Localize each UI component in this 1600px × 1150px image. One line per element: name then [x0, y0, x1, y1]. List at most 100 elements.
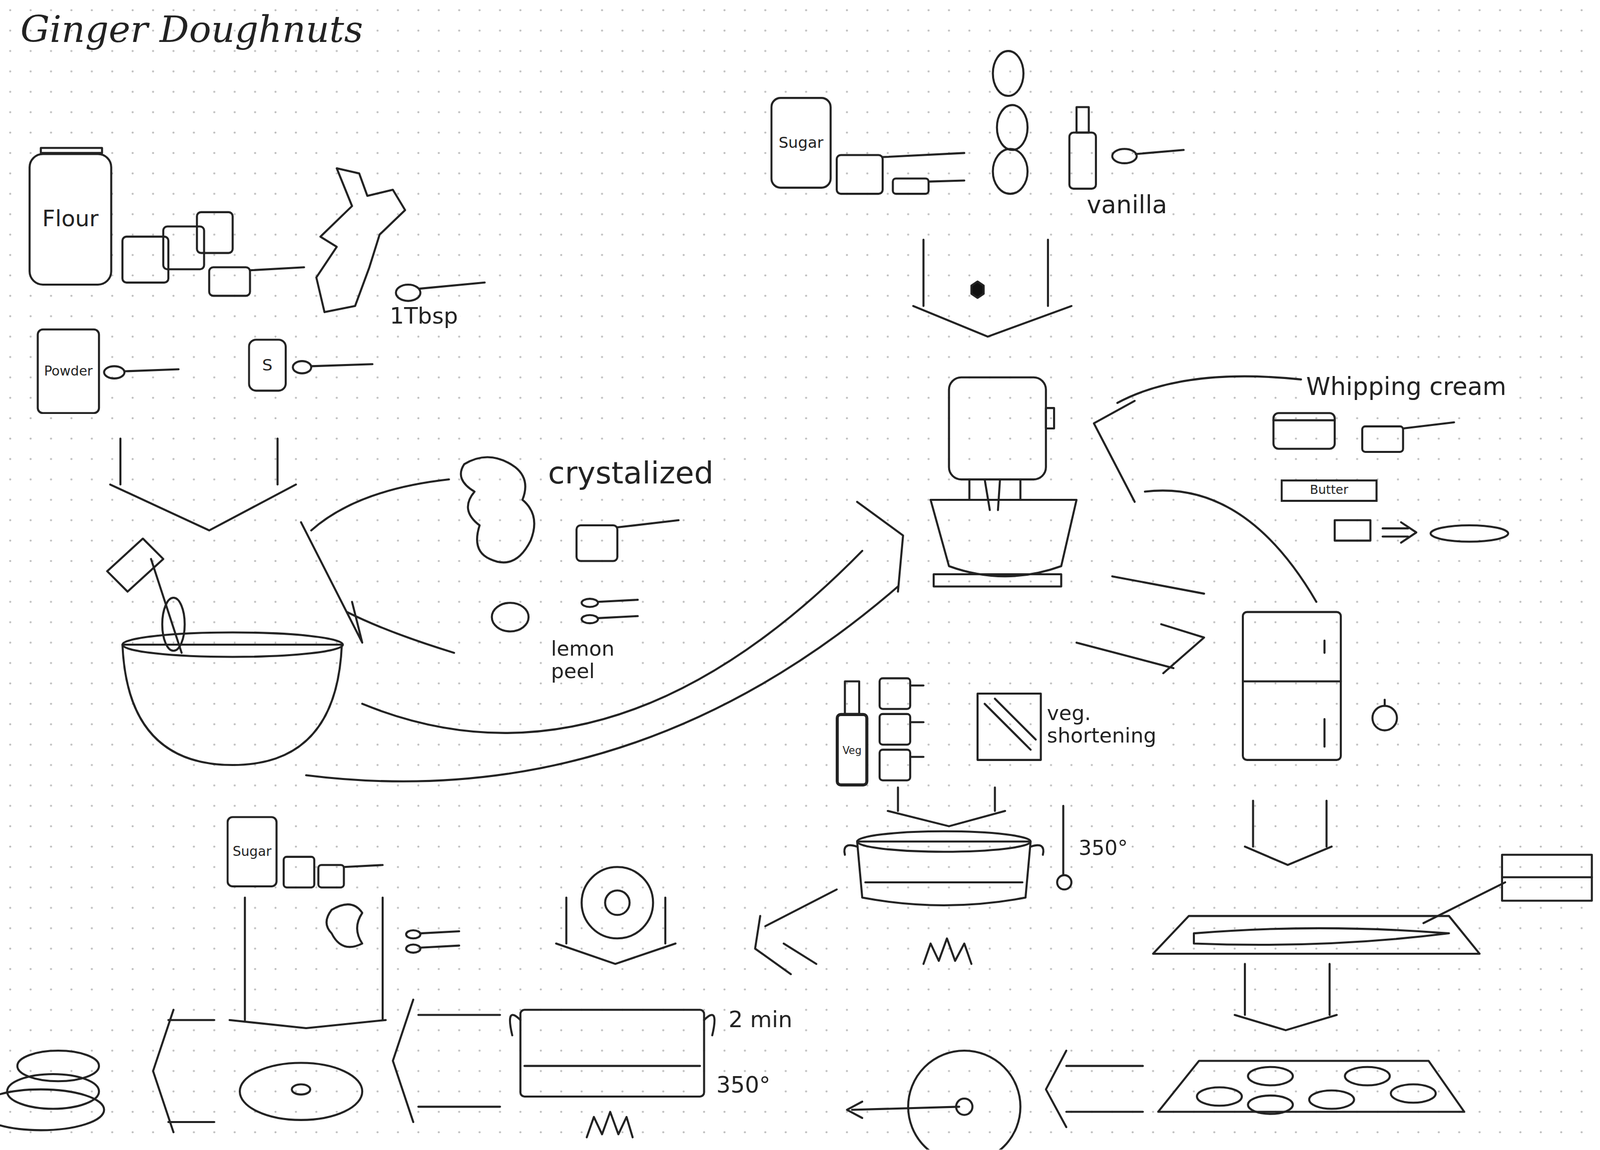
sugar-bag: Sugar — [226, 816, 278, 888]
cream-butter-line — [1362, 426, 1404, 453]
frying-pot-line — [865, 881, 1023, 884]
frying-pot-line — [923, 938, 972, 965]
frying-pot-line — [1057, 875, 1072, 891]
fridge-line — [1242, 612, 1341, 761]
wet-ingredients-line — [971, 281, 985, 299]
salt-shaker: S — [247, 338, 287, 392]
crystalized-ginger-line — [347, 612, 455, 654]
sugar-finish-line — [243, 898, 246, 1021]
stand-mixer-line — [1046, 408, 1055, 429]
doughnut-fry-line — [510, 1015, 521, 1037]
sugar-finish-line — [17, 1051, 99, 1082]
flour-group-line — [124, 369, 179, 372]
doughnut-fry-line — [418, 1105, 501, 1108]
flour-group-line — [110, 484, 297, 531]
fridge-line — [1244, 846, 1332, 866]
cut-rounds-line — [1046, 1051, 1067, 1128]
flour-group-line — [419, 282, 486, 289]
cream-butter-line — [1334, 520, 1371, 541]
mixing-bowl — [106, 538, 343, 766]
rolled-dough-line — [1502, 855, 1593, 902]
crystalized-ginger-line — [576, 525, 618, 561]
wet-ingredients-line — [1047, 239, 1050, 307]
flour-group-line — [276, 438, 279, 485]
cream-butter-line — [1430, 525, 1509, 542]
mixing-bowl-line — [162, 597, 185, 651]
frying-pot-line — [994, 787, 997, 812]
ingredient-note: lemon peel — [548, 637, 627, 683]
rolled-dough — [1152, 855, 1592, 1031]
flour-group-line — [103, 366, 125, 379]
frying-pot-line — [765, 889, 837, 927]
crystalized-ginger-line — [492, 602, 530, 632]
stand-mixer — [930, 377, 1077, 587]
rolled-dough-line — [1152, 916, 1480, 955]
cream-butter-line — [1382, 535, 1409, 538]
doughnut-fry-line — [524, 1065, 700, 1068]
sugar-finish-line — [152, 1010, 174, 1133]
sugar-finish-line — [420, 931, 460, 934]
cut-rounds-line — [1390, 1084, 1436, 1103]
crystalized-ginger-line — [461, 457, 535, 563]
crystalized-ginger-line — [581, 615, 598, 624]
sugar-finish-line — [406, 945, 421, 954]
rolled-dough-line — [1423, 882, 1506, 924]
flour-group-line — [40, 147, 103, 153]
cut-rounds-line — [1066, 1111, 1143, 1114]
mixing-bowl-line — [122, 644, 342, 766]
measure-note: 1Tbsp — [387, 304, 461, 329]
mixing-bowl-line — [122, 632, 343, 657]
doughnut-fry-line — [418, 1014, 501, 1017]
doughnut-fry-line — [392, 1000, 414, 1123]
temperature-note: 350° — [714, 1073, 773, 1098]
sugar-finish-line — [283, 857, 315, 888]
flour-group-line — [249, 267, 304, 271]
stand-mixer-line — [998, 479, 1001, 511]
frying-pot-line — [995, 698, 1037, 740]
frying-pot-line — [879, 678, 911, 709]
rolled-dough-line — [1502, 876, 1593, 879]
stand-mixer-line — [930, 500, 1077, 577]
wet-ingredients-line — [993, 50, 1024, 96]
fridge-line — [1323, 640, 1326, 654]
temperature-note: 350° — [1076, 836, 1130, 860]
cream-butter-line — [1117, 376, 1302, 404]
frying-pot-line — [844, 845, 858, 856]
sugar-jar: Sugar — [770, 96, 832, 189]
wet-ingredients-line — [1069, 132, 1096, 189]
cream-butter-line — [1382, 527, 1409, 530]
ingredient-note: vanilla — [1084, 191, 1169, 219]
wet-ingredients — [836, 50, 1184, 337]
crystalized-ginger-line — [581, 598, 598, 607]
frying-pot-line — [1030, 845, 1044, 856]
time-note: 2 min — [726, 1008, 795, 1033]
fridge-line — [1323, 719, 1326, 747]
doughnut-fry — [392, 867, 715, 1138]
big-arrow-line — [362, 550, 863, 734]
rolled-dough-line — [1193, 928, 1450, 946]
sugar-finish-line — [168, 1019, 215, 1022]
frying-pot-line — [1062, 806, 1065, 876]
wet-ingredients-line — [928, 180, 965, 182]
sugar-finish-line — [6, 1074, 99, 1109]
wet-ingredients-line — [1135, 149, 1184, 154]
sugar-finish-line — [168, 1121, 215, 1124]
cream-butter-line — [1273, 419, 1335, 422]
oil-bottle: Veg — [836, 714, 868, 786]
doughnut-fry-line — [565, 898, 568, 945]
rolled-dough-line — [1234, 1015, 1337, 1032]
sugar-finish-line — [343, 865, 383, 868]
wet-ingredients-line — [913, 306, 1072, 337]
crystalized-ginger-line — [597, 599, 638, 602]
cut-rounds — [846, 1051, 1465, 1150]
doughnut-fry-line — [581, 867, 653, 939]
crystalized-ginger-line — [301, 522, 363, 643]
cream-butter-line — [1112, 576, 1205, 594]
container-label: Veg — [842, 744, 862, 756]
cream-butter-line — [1093, 401, 1135, 503]
sugar-finish-line — [381, 898, 384, 1021]
cut-rounds-line — [1066, 1065, 1143, 1068]
mixing-bowl-line — [106, 538, 163, 592]
